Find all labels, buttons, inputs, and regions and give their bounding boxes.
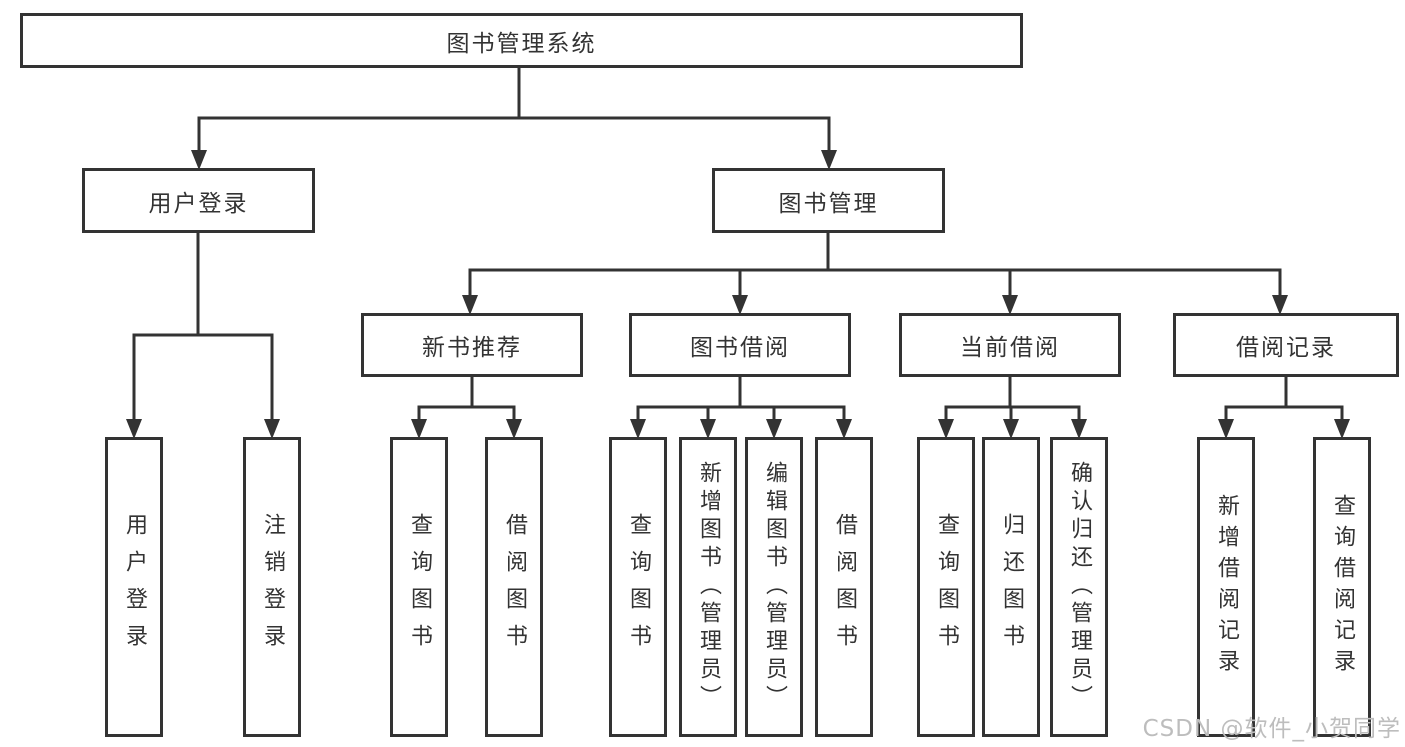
node-label: 用户登录 bbox=[122, 513, 147, 661]
node-new-book-recommend: 新书推荐 bbox=[361, 313, 583, 377]
watermark-text: CSDN @软件_小贺同学 bbox=[1142, 716, 1401, 742]
node-label: 归还图书 bbox=[999, 513, 1024, 661]
leaf-confirm-return-admin: 确认归还（管理员） bbox=[1050, 437, 1108, 737]
node-label: 查询图书 bbox=[407, 513, 432, 661]
leaf-user-login: 用户登录 bbox=[105, 437, 163, 737]
node-label: 当前借阅 bbox=[960, 335, 1060, 361]
leaf-query-books-borrow: 查询图书 bbox=[609, 437, 667, 737]
node-label: 新增图书（管理员） bbox=[696, 461, 721, 713]
leaf-query-borrow-record: 查询借阅记录 bbox=[1313, 437, 1371, 737]
leaf-add-books-admin: 新增图书（管理员） bbox=[679, 437, 737, 737]
node-label: 新增借阅记录 bbox=[1214, 494, 1239, 680]
leaf-query-books-recommend: 查询图书 bbox=[390, 437, 448, 737]
node-label: 借阅图书 bbox=[502, 513, 527, 661]
node-label: 图书管理系统 bbox=[446, 30, 597, 57]
node-label: 新书推荐 bbox=[422, 335, 522, 361]
node-label: 查询图书 bbox=[626, 513, 651, 661]
node-book-management: 图书管理 bbox=[712, 168, 945, 233]
node-root-system: 图书管理系统 bbox=[20, 13, 1023, 68]
leaf-logout: 注销登录 bbox=[243, 437, 301, 737]
node-label: 注销登录 bbox=[260, 513, 285, 661]
node-label: 借阅记录 bbox=[1236, 335, 1336, 361]
node-label: 图书借阅 bbox=[690, 335, 790, 361]
leaf-add-borrow-record: 新增借阅记录 bbox=[1197, 437, 1255, 737]
node-label: 查询图书 bbox=[934, 513, 959, 661]
node-label: 借阅图书 bbox=[832, 513, 857, 661]
node-label: 图书管理 bbox=[778, 190, 879, 217]
leaf-edit-books-admin: 编辑图书（管理员） bbox=[745, 437, 803, 737]
node-label: 查询借阅记录 bbox=[1330, 494, 1355, 680]
node-label: 用户登录 bbox=[148, 190, 249, 217]
leaf-query-books-current: 查询图书 bbox=[917, 437, 975, 737]
node-label: 确认归还（管理员） bbox=[1067, 461, 1092, 713]
node-user-login: 用户登录 bbox=[82, 168, 315, 233]
node-label: 编辑图书（管理员） bbox=[762, 461, 787, 713]
node-borrow-records: 借阅记录 bbox=[1173, 313, 1399, 377]
node-current-borrowing: 当前借阅 bbox=[899, 313, 1121, 377]
leaf-borrow-books-recommend: 借阅图书 bbox=[485, 437, 543, 737]
leaf-return-books: 归还图书 bbox=[982, 437, 1040, 737]
leaf-borrow-books: 借阅图书 bbox=[815, 437, 873, 737]
node-book-borrowing: 图书借阅 bbox=[629, 313, 851, 377]
